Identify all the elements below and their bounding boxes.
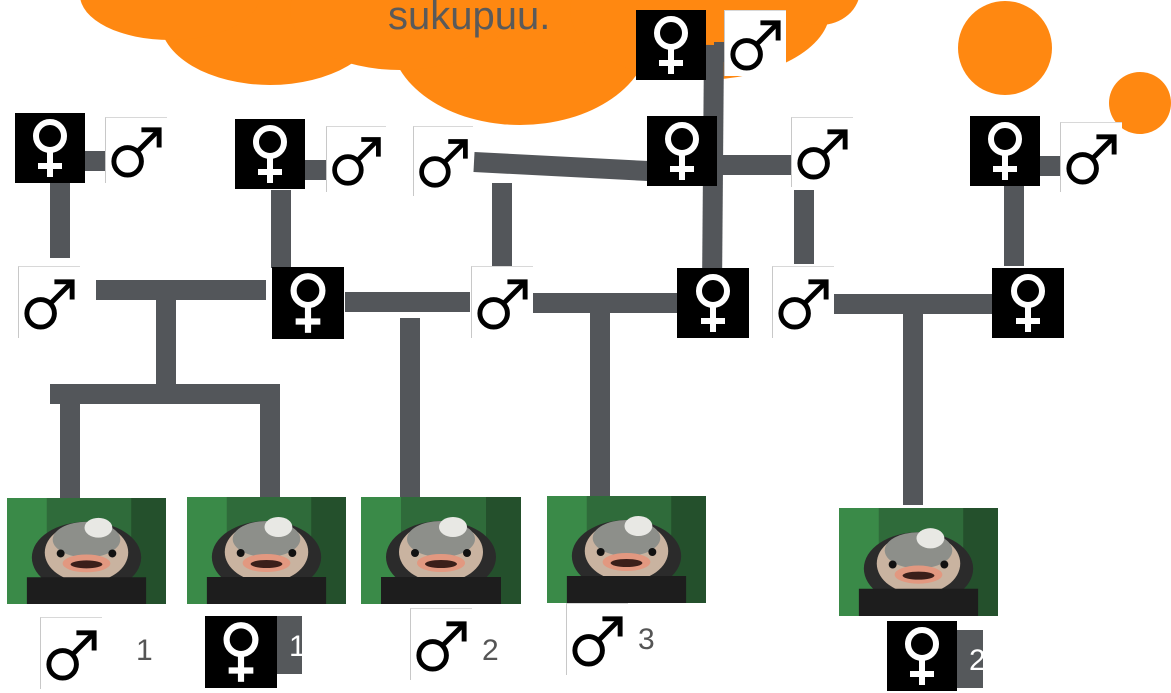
female-symbol-icon	[992, 268, 1064, 338]
offspring-number: 3	[638, 623, 655, 656]
thought-bubble-small	[1109, 72, 1171, 134]
female-symbol-icon	[205, 616, 277, 688]
male-symbol-icon	[18, 266, 80, 338]
male-symbol-icon	[772, 266, 834, 338]
fish-photo	[187, 497, 346, 604]
thought-bubble-large	[958, 1, 1052, 95]
female-symbol-icon	[647, 116, 717, 186]
fish-photo	[361, 497, 521, 604]
female-symbol-icon	[970, 116, 1040, 186]
fish-photo	[839, 508, 998, 616]
male-symbol-icon	[1060, 122, 1122, 192]
offspring-number: 1	[136, 634, 153, 667]
male-symbol-icon	[326, 126, 386, 192]
male-symbol-icon	[413, 126, 473, 196]
male-symbol-icon	[724, 10, 786, 76]
female-symbol-icon	[636, 10, 706, 80]
cloud-caption: sukupuu.	[388, 0, 551, 38]
thought-cloud	[80, 0, 859, 125]
fish-photo	[547, 496, 706, 603]
female-symbol-icon	[887, 621, 957, 691]
female-symbol-icon	[15, 113, 85, 183]
male-symbol-icon	[410, 608, 472, 680]
female-symbol-icon	[235, 119, 305, 189]
offspring-number: 1	[277, 616, 306, 674]
male-symbol-icon	[566, 603, 628, 675]
male-symbol-icon	[791, 117, 853, 187]
male-symbol-icon	[471, 266, 533, 338]
male-symbol-icon	[40, 617, 102, 689]
fish-photo	[7, 498, 166, 604]
female-symbol-icon	[272, 267, 344, 339]
offspring-number: 2	[482, 634, 499, 667]
offspring-number: 2	[957, 630, 986, 688]
female-symbol-icon	[677, 268, 749, 338]
male-symbol-icon	[105, 117, 167, 183]
